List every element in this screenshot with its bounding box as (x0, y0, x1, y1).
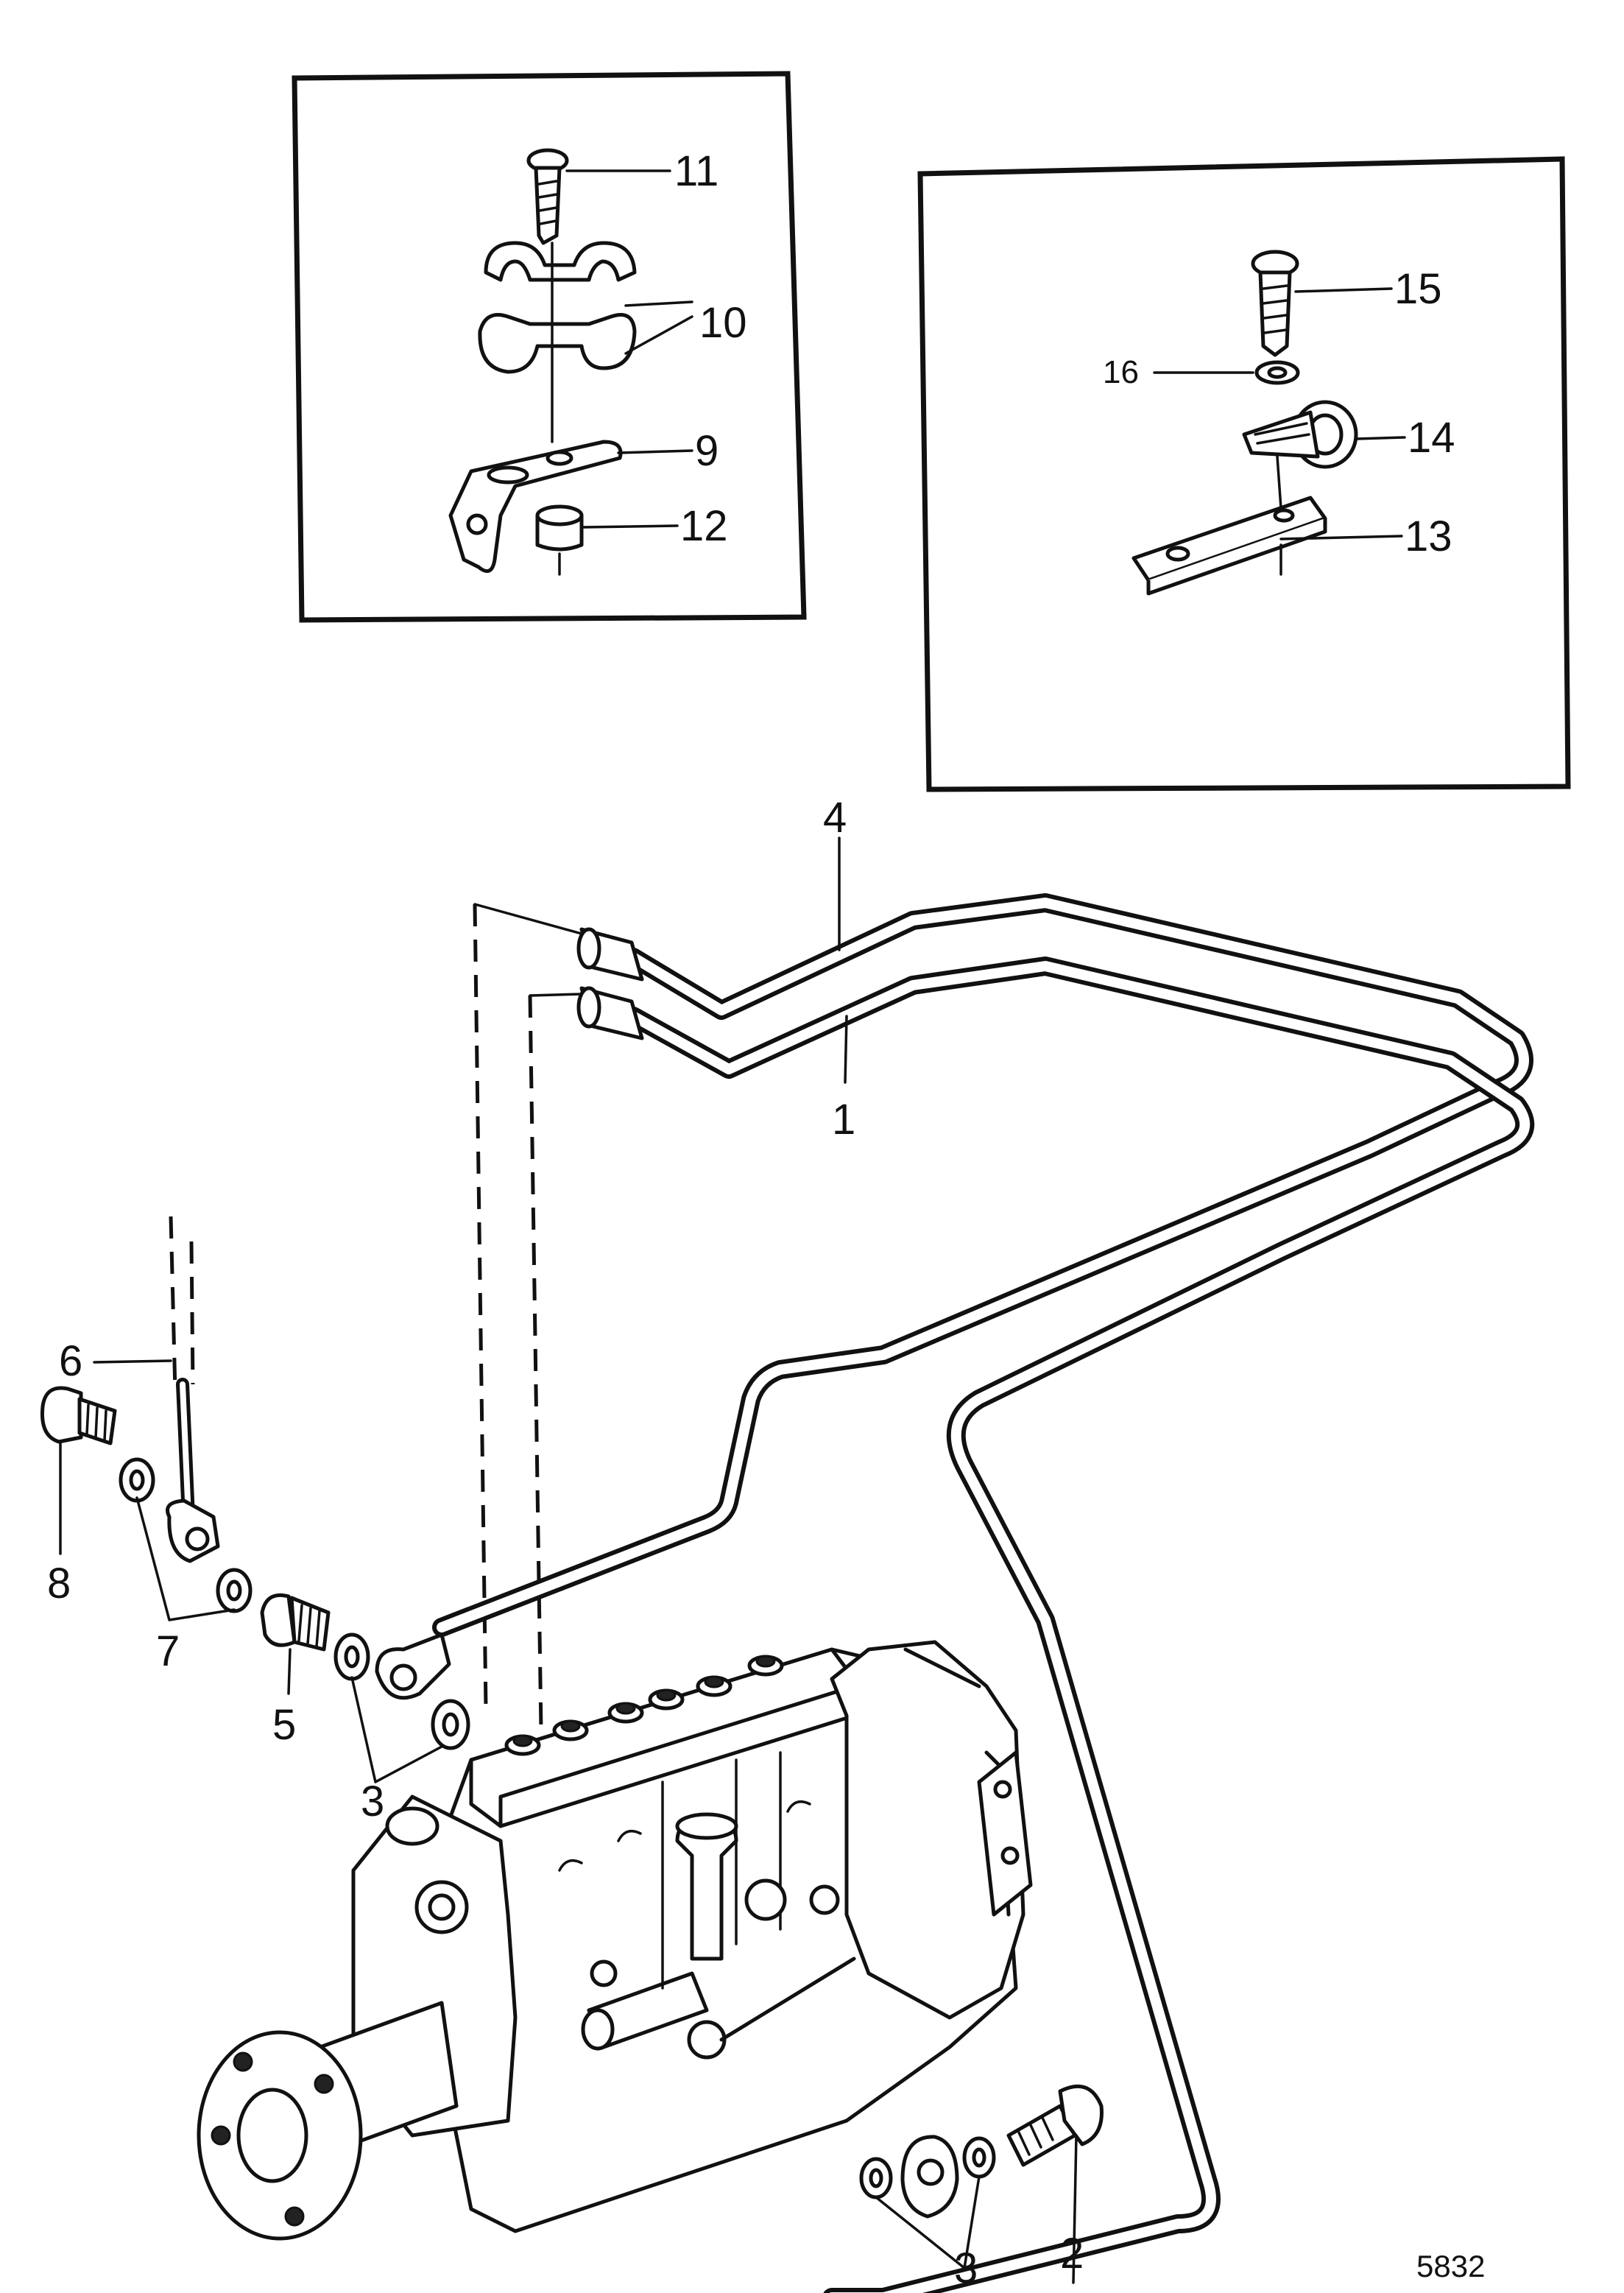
part-washer-3d (962, 2136, 996, 2179)
figure-number: 5832 (1416, 2249, 1485, 2283)
label-11: 11 (674, 147, 719, 195)
label-13: 13 (1405, 513, 1452, 560)
part-bolt-5 (260, 1593, 331, 1652)
part-washer-16 (1254, 360, 1300, 385)
label-6: 6 (59, 1337, 82, 1385)
pipe-1-nut (576, 986, 644, 1040)
label-9: 9 (695, 427, 719, 475)
label-12: 12 (680, 502, 728, 550)
label-16: 16 (1103, 354, 1139, 390)
part-bolt-8 (40, 1386, 117, 1445)
delivery-valves (504, 1655, 784, 1756)
assembly-line-pipe6 (169, 1216, 195, 1392)
label-10: 10 (699, 299, 747, 347)
label-4: 4 (823, 794, 847, 842)
part-washer-7a (119, 1457, 155, 1503)
part-screw-11 (526, 148, 569, 245)
label-2: 2 (1060, 2230, 1084, 2278)
part-bracket-9 (448, 440, 623, 574)
part-washer-7b (216, 1568, 253, 1613)
pipe-4-banjo (375, 1632, 451, 1700)
part-washer-3c (859, 2157, 893, 2199)
label-5: 5 (272, 1701, 296, 1749)
pipe-6 (166, 1378, 220, 1563)
label-14: 14 (1408, 414, 1455, 462)
label-7: 7 (156, 1627, 180, 1675)
part-clamp-halves-10 (478, 241, 637, 443)
inset-clamp-bracket (292, 71, 807, 623)
part-nut-12 (535, 504, 584, 576)
label-15: 15 (1394, 265, 1442, 313)
pipe-4 (432, 893, 1533, 1637)
part-washer-3b (431, 1699, 470, 1750)
pipe-1-banjo (900, 2135, 959, 2219)
pipe-4-nut (576, 927, 644, 982)
part-bolt-2 (1006, 2084, 1104, 2167)
label-8: 8 (47, 1560, 71, 1607)
pipe-1 (624, 957, 1535, 2293)
injection-pump (197, 1640, 1033, 2241)
label-3-lower: 3 (954, 2244, 978, 2292)
part-plate-13 (1131, 455, 1327, 596)
inset-frame-right (917, 156, 1571, 792)
assembly-line-pipe1 (528, 995, 543, 1731)
label-1: 1 (832, 1096, 855, 1144)
assembly-line-pipe4 (473, 904, 488, 1709)
inset-frame-left (292, 71, 807, 623)
part-screw-15 (1251, 250, 1299, 357)
part-clip-14 (1242, 400, 1358, 469)
inset-pipe-clip (917, 156, 1571, 792)
label-3-upper: 3 (361, 1778, 384, 1825)
part-washer-3a (333, 1632, 370, 1681)
